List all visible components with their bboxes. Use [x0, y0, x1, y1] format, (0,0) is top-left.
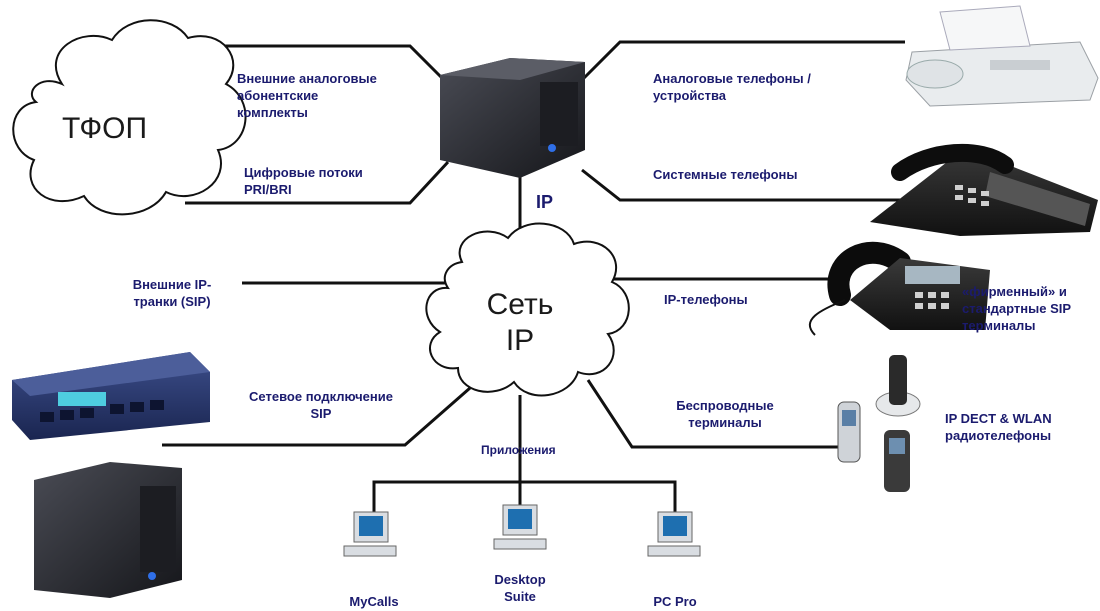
analog-phones-label: Аналоговые телефоны / устройства	[653, 71, 811, 103]
sip-network-label: Сетевое подключение SIP	[249, 389, 393, 421]
branded-sip-label: «фирменный» и стандартные SIP терминалы	[962, 284, 1072, 333]
pstn-cloud-shape	[12, 19, 247, 216]
workstation-desktop-suite-icon	[493, 504, 547, 550]
line-pstn-analog	[185, 44, 450, 86]
connection-lines	[162, 40, 905, 512]
pbx-main-icon	[440, 58, 585, 178]
desktop-suite-label: Desktop Suite	[494, 572, 546, 604]
applications-label: Приложения	[481, 443, 556, 457]
dect-wlan-label: IP DECT & WLAN радиотелефоны	[945, 411, 1052, 443]
pc-pro-label: PC Pro	[653, 594, 697, 609]
ip-cloud-shape	[425, 222, 630, 397]
fax-machine-icon	[905, 5, 1099, 107]
ext-analog-trunks-label: Внешние аналоговые абонентские комплекты	[237, 71, 377, 120]
system-phone-icon	[870, 143, 1098, 236]
line-pbx-analog-phones	[580, 40, 905, 82]
ip-link-label: IP	[536, 192, 554, 212]
mycalls-label: MyCalls	[349, 594, 399, 609]
pstn-cloud-label: ТФОП	[62, 112, 148, 145]
workstation-pc-pro-icon	[647, 511, 701, 557]
line-pstn-digital	[185, 160, 450, 205]
wireless-terminals-label: Беспроводные терминалы	[676, 398, 774, 430]
ext-ip-trunks-label: Внешние IP- транки (SIP)	[132, 277, 212, 309]
pbx-secondary-icon	[34, 462, 182, 598]
ip-cloud-label-line2: IP	[505, 324, 535, 357]
ip-cloud-label-line1: Сеть	[486, 288, 554, 321]
ip-phones-label: IP-телефоны	[664, 292, 748, 307]
line-apps-bus	[372, 480, 677, 512]
system-phones-label: Системные телефоны	[653, 167, 798, 182]
dect-phones-icon	[837, 355, 921, 492]
ip-phone-icon	[808, 241, 990, 336]
digital-streams-label: Цифровые потоки PRI/BRI	[244, 165, 363, 197]
line-wireless	[586, 379, 840, 449]
ip-blade-unit-icon	[12, 352, 210, 440]
workstation-mycalls-icon	[343, 511, 397, 557]
line-pbx-system-phones	[581, 168, 900, 202]
line-sip-network	[162, 386, 471, 447]
